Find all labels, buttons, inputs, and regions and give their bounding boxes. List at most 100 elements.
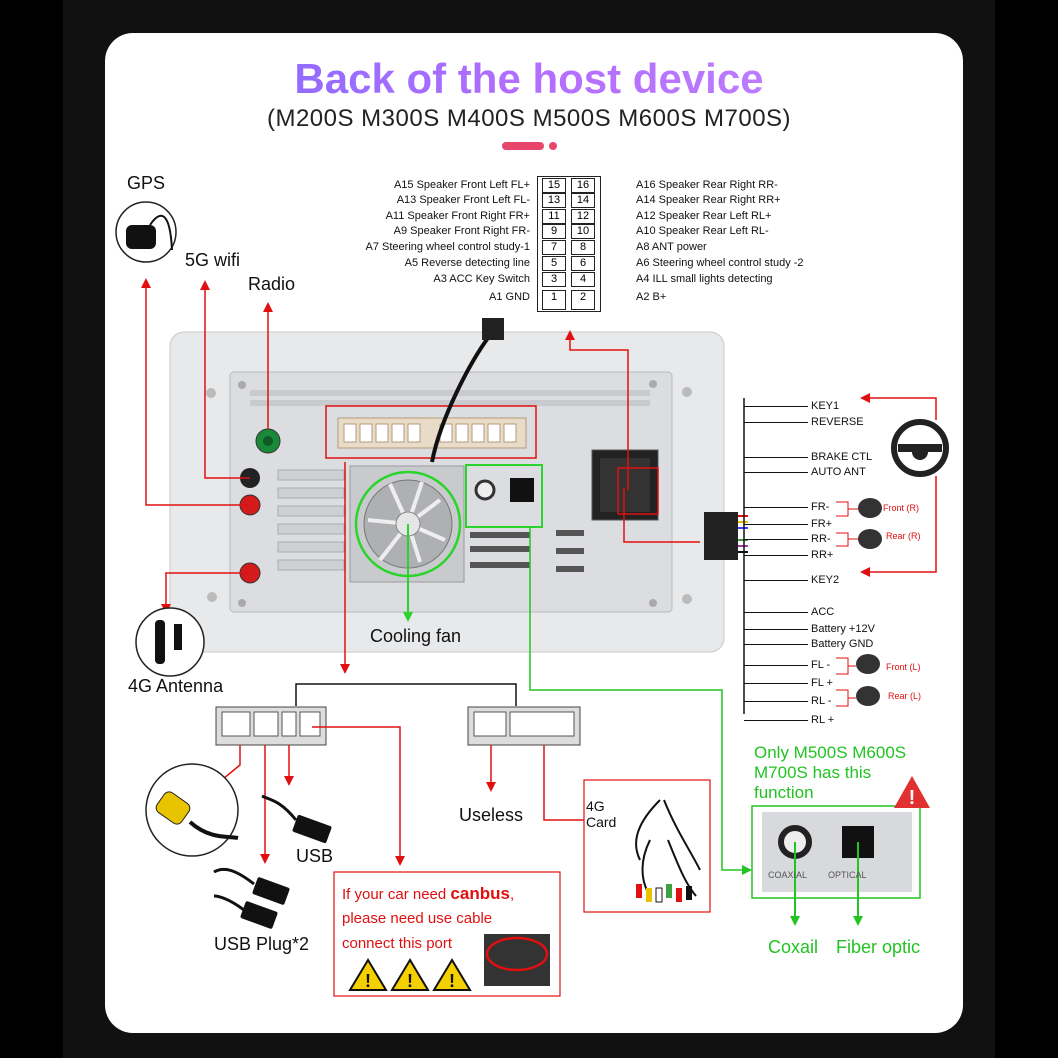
arrow-icon: [853, 916, 863, 926]
canbus-note-line3: connect this port: [342, 935, 453, 952]
harness-label: FR+: [811, 518, 833, 530]
usb-plug-cable: [213, 894, 245, 912]
harness-wire-line: [744, 422, 808, 423]
harness-label: RL -: [811, 695, 832, 707]
usb-cable: [261, 794, 298, 821]
speaker-rear-l-label: Rear (L): [888, 691, 922, 701]
harness-label: Battery GND: [811, 638, 874, 650]
gps-wire: [145, 280, 250, 506]
card-4g-label-line1: 4G: [586, 798, 605, 814]
pin-number-left: 11: [542, 209, 566, 224]
audio-ports-highlight: [465, 464, 543, 528]
harness-label: FL -: [811, 659, 831, 671]
gps-antenna-icon: [126, 225, 156, 249]
arrow-icon: [790, 916, 800, 926]
only-label-line1: Only M500S M600S: [754, 743, 907, 762]
arrow-icon: [141, 278, 151, 288]
arrow-icon: [260, 854, 270, 864]
arrow-icon: [263, 302, 273, 312]
harness-wire-line: [744, 683, 808, 684]
harness-wire-line: [744, 406, 808, 407]
gps-label: GPS: [127, 173, 166, 193]
arrow-icon: [395, 856, 405, 866]
arrow-icon: [742, 865, 752, 875]
card-wire: [543, 745, 585, 821]
pin-number-right: 4: [571, 272, 595, 287]
harness-wire: [623, 488, 700, 543]
rca-tips: [636, 884, 692, 903]
harness-label: FL +: [811, 677, 833, 689]
pin-label-right: A8 ANT power: [636, 241, 707, 253]
pin-label-left: A5 Reverse detecting line: [404, 257, 530, 269]
useless-label: Useless: [459, 805, 524, 825]
pin-number-right: 14: [571, 193, 595, 208]
speaker-icons: [856, 498, 882, 706]
usb-plug-icon: [240, 901, 278, 929]
harness-label: Battery +12V: [811, 623, 875, 635]
pin-label-left: A9 Speaker Front Right FR-: [393, 225, 530, 237]
usb-label: USB: [296, 846, 334, 866]
svg-text:!: !: [909, 787, 916, 809]
key1-wire: [862, 397, 937, 420]
canbus-port-highlight: [485, 936, 549, 972]
page-title: Back of the host device: [0, 55, 1058, 103]
usb-plug-cable: [213, 867, 255, 886]
harness-wire-line: [744, 629, 808, 630]
harness-wires: [738, 515, 748, 553]
arrow-icon: [486, 782, 496, 792]
arrow-icon: [284, 776, 294, 786]
alert-icon: [894, 776, 930, 808]
antenna-4g-icon: [155, 620, 165, 664]
harness-label: ACC: [811, 606, 835, 618]
page-subtitle: (M200S M300S M400S M500S M600S M700S): [266, 105, 792, 132]
arrow-icon: [565, 330, 575, 340]
mid-slots: [470, 530, 584, 572]
coaxial-label: Coxail: [768, 937, 819, 957]
speaker-leads: [836, 501, 858, 707]
rca-plug-icon: [155, 791, 191, 825]
rca-cable: [188, 820, 239, 840]
usb-icon: [292, 814, 332, 844]
pin-label-right: A12 Speaker Rear Left RL+: [636, 210, 772, 222]
wifi-label: 5G wifi: [185, 250, 241, 270]
pin-label-left: A15 Speaker Front Left FL+: [393, 179, 530, 191]
aux-connector-highlight: [617, 467, 659, 515]
warning-icons: ! ! !: [348, 958, 472, 991]
svg-text:!: !: [365, 971, 371, 991]
pin-label-left: A13 Speaker Front Left FL-: [396, 194, 530, 206]
screw-icon: [206, 388, 216, 398]
gps-cable: [149, 214, 173, 251]
antenna-wire: [165, 572, 250, 610]
only-label-line3: function: [754, 783, 814, 802]
speaker-rear-r-label: Rear (R): [886, 531, 921, 541]
screw-icon: [682, 594, 692, 604]
pin-number-right: 6: [571, 256, 595, 271]
pin-label-right: A10 Speaker Rear Left RL-: [636, 225, 769, 237]
pin-label-right: A6 Steering wheel control study -2: [636, 257, 804, 269]
arrow-icon: [860, 567, 870, 577]
harness-wire-line: [744, 472, 808, 473]
canbus-suffix: ,: [509, 886, 515, 903]
harness-wire-line: [744, 580, 808, 581]
pin-number-right: 8: [571, 240, 595, 255]
optical-lead-line: [529, 527, 750, 871]
harness-wire-line: [744, 555, 808, 556]
harness-wire-line: [744, 665, 808, 666]
wifi-wire: [204, 282, 250, 479]
optical-port-label: OPTICAL: [828, 870, 867, 880]
canbus-note-line1: If your car need canbus,: [342, 884, 514, 904]
arrow-icon: [860, 393, 870, 403]
divider-dot: [549, 142, 557, 150]
harness-label: REVERSE: [811, 416, 864, 428]
svg-text:!: !: [407, 971, 413, 991]
optical-port-icon: [510, 478, 534, 502]
harness-wire-line: [744, 612, 808, 613]
connector-pins: [343, 423, 517, 443]
pin-number-right: 12: [571, 209, 595, 224]
harness-label: BRAKE CTL: [811, 451, 873, 463]
speaker-front-l-label: Front (L): [886, 662, 921, 672]
harness-label: FR-: [811, 501, 830, 513]
screw-icon: [649, 380, 657, 388]
usb-plug-label: USB Plug*2: [214, 934, 310, 954]
